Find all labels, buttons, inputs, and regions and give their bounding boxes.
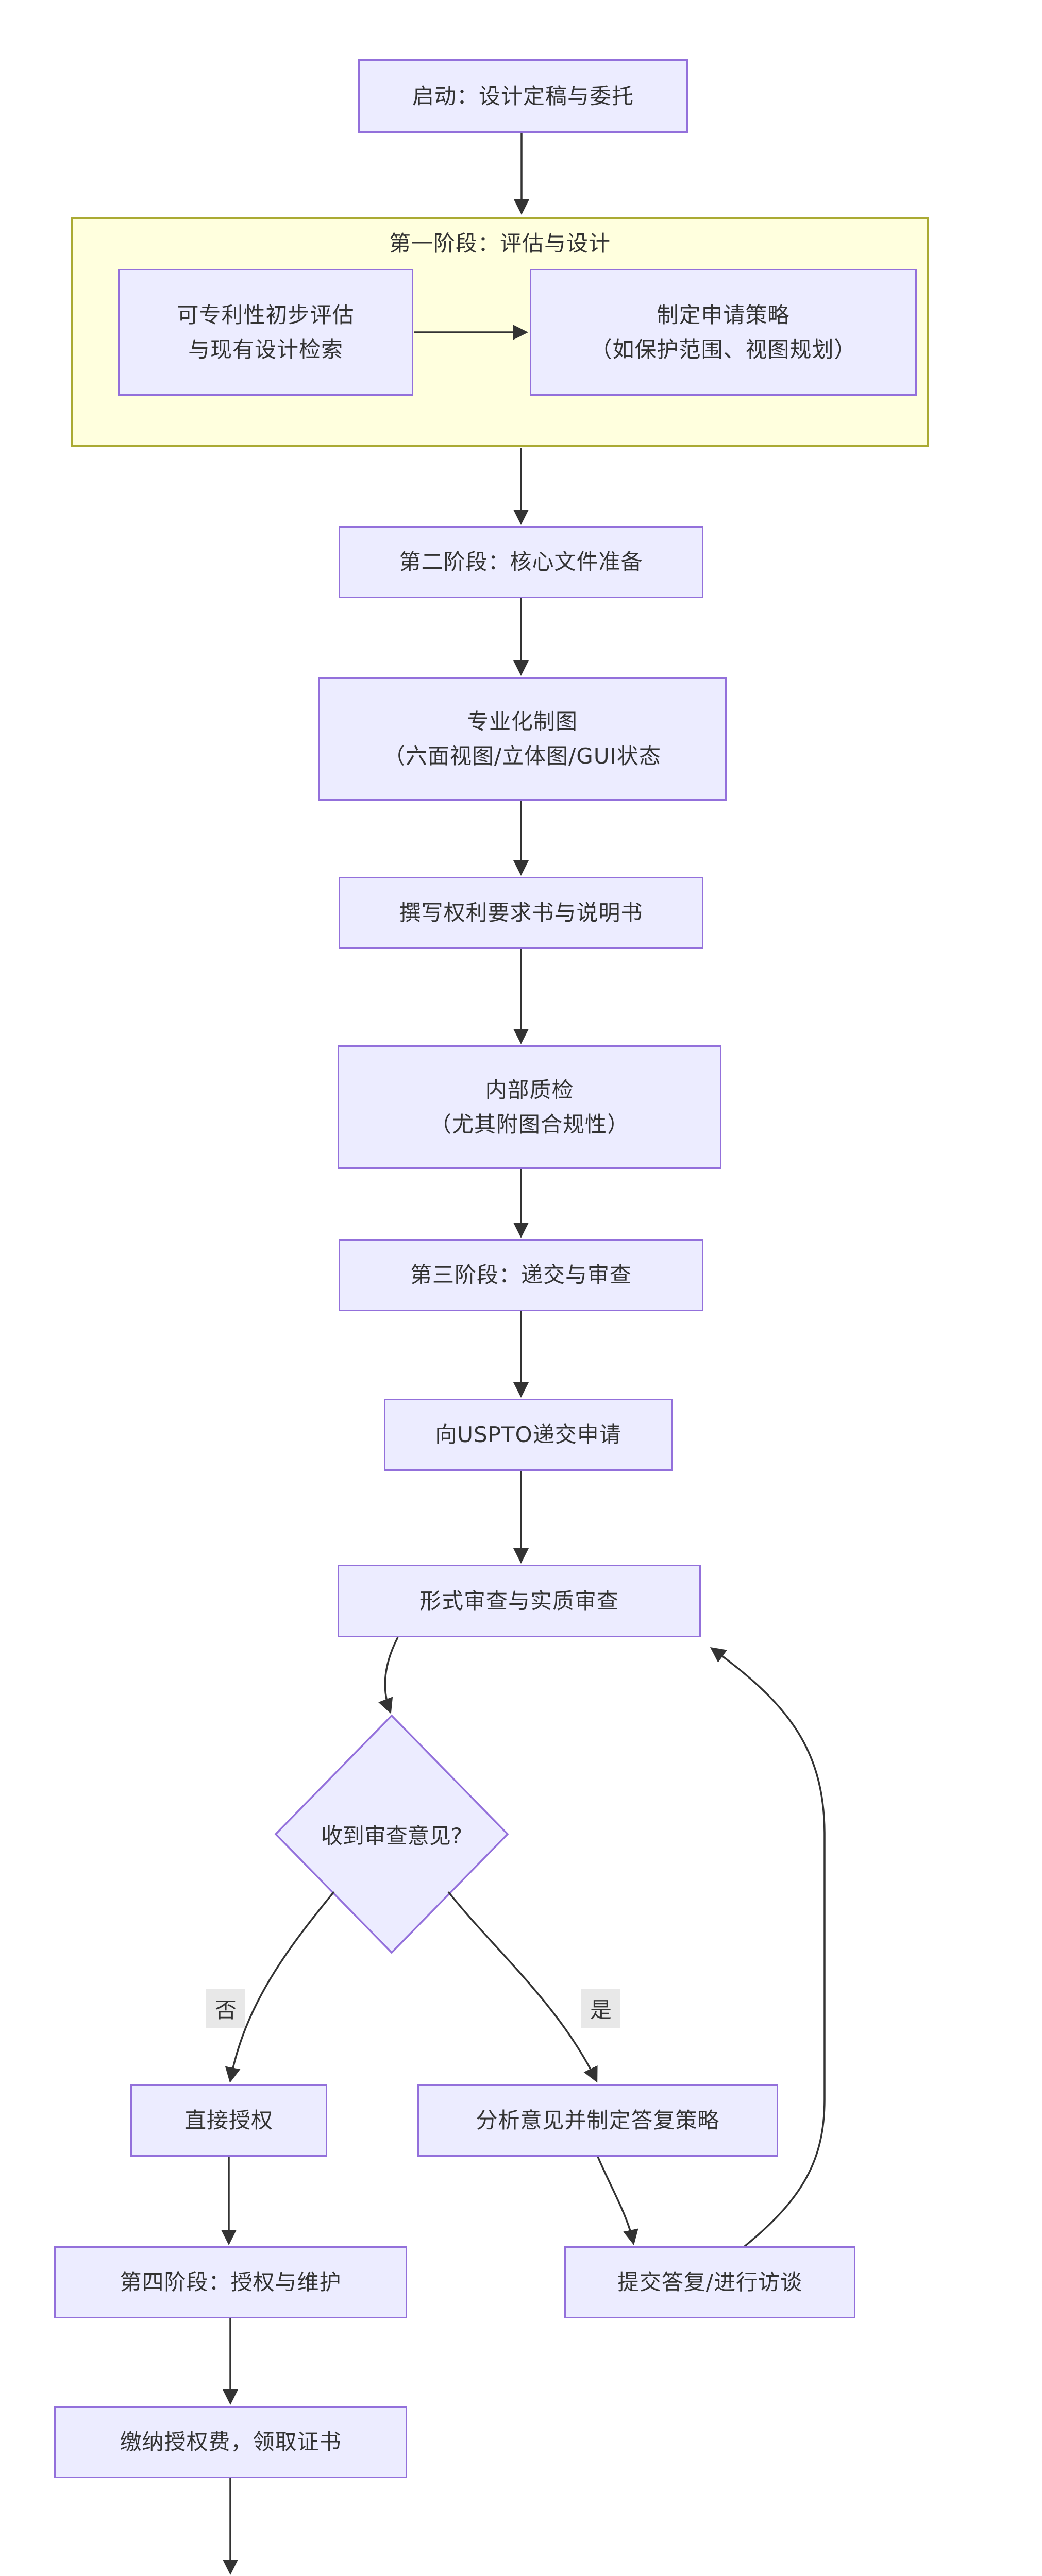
- flow-node-stage2: 第二阶段：核心文件准备: [339, 526, 703, 598]
- edge-respond-loop-to-exam: [710, 1647, 826, 2247]
- flow-node-drawing: 专业化制图 （六面视图/立体图/GUI状态: [318, 677, 727, 801]
- flow-node-drawing-line1: 专业化制图: [466, 708, 578, 734]
- flow-node-stage2-label: 第二阶段：核心文件准备: [399, 549, 643, 575]
- flow-node-respond-label: 提交答复/进行访谈: [617, 2269, 803, 2295]
- flow-node-qc-line1: 内部质检: [485, 1077, 574, 1103]
- flow-node-eval-line1: 可专利性初步评估: [177, 302, 355, 328]
- flow-node-grant: 直接授权: [130, 2084, 327, 2157]
- flow-node-qc-line2: （尤其附图合规性）: [429, 1112, 629, 1137]
- flow-node-drawing-line2: （六面视图/立体图/GUI状态: [383, 743, 661, 769]
- edge-decision-yes-to-analyze: [447, 1891, 598, 2083]
- flow-node-qc: 内部质检 （尤其附图合规性）: [338, 1045, 721, 1169]
- flow-node-claims: 撰写权利要求书与说明书: [339, 877, 703, 949]
- flow-node-stage3: 第三阶段：递交与审查: [339, 1239, 703, 1311]
- flow-node-grant-label: 直接授权: [184, 2107, 273, 2133]
- flow-node-exam-label: 形式审查与实质审查: [419, 1588, 619, 1614]
- flow-node-stage4-label: 第四阶段：授权与维护: [120, 2269, 342, 2295]
- stage1-cluster-title: 第一阶段：评估与设计: [389, 231, 611, 256]
- edge-exam-to-decision: [378, 1637, 399, 1714]
- flow-node-uspto-label: 向USPTO递交申请: [435, 1422, 621, 1448]
- flow-node-stage4: 第四阶段：授权与维护: [54, 2246, 407, 2318]
- flow-node-analyze: 分析意见并制定答复策略: [417, 2084, 778, 2157]
- edge-label-no-text: 否: [214, 1997, 237, 2023]
- edge-label-yes: 是: [581, 1989, 620, 2028]
- flow-node-uspto: 向USPTO递交申请: [384, 1399, 673, 1471]
- edge-label-yes-text: 是: [590, 1997, 612, 2023]
- flow-node-start: 启动：设计定稿与委托: [358, 59, 688, 133]
- flow-node-decision-label: 收到审查意见?: [289, 1798, 495, 1870]
- flow-node-eval-line2: 与现有设计检索: [188, 337, 343, 362]
- flow-node-fee: 缴纳授权费，领取证书: [54, 2406, 407, 2478]
- flow-node-strategy-line1: 制定申请策略: [657, 302, 790, 328]
- flow-node-claims-label: 撰写权利要求书与说明书: [399, 900, 643, 926]
- flow-node-eval: 可专利性初步评估 与现有设计检索: [118, 269, 413, 396]
- edge-analyze-to-respond: [597, 2156, 638, 2245]
- flow-node-stage3-label: 第三阶段：递交与审查: [410, 1262, 632, 1288]
- edge-label-no: 否: [206, 1989, 245, 2028]
- flow-node-strategy-line2: （如保护范围、视图规划）: [590, 337, 856, 362]
- flow-node-analyze-label: 分析意见并制定答复策略: [476, 2107, 720, 2133]
- flow-node-strategy: 制定申请策略 （如保护范围、视图规划）: [530, 269, 917, 396]
- flow-node-start-label: 启动：设计定稿与委托: [412, 83, 634, 109]
- flow-node-decision-text: 收到审查意见?: [321, 1823, 463, 1849]
- flow-node-exam: 形式审查与实质审查: [338, 1565, 701, 1637]
- flow-node-respond: 提交答复/进行访谈: [564, 2246, 855, 2318]
- flow-node-fee-label: 缴纳授权费，领取证书: [120, 2429, 342, 2455]
- edge-decision-no-to-grant: [225, 1891, 335, 2083]
